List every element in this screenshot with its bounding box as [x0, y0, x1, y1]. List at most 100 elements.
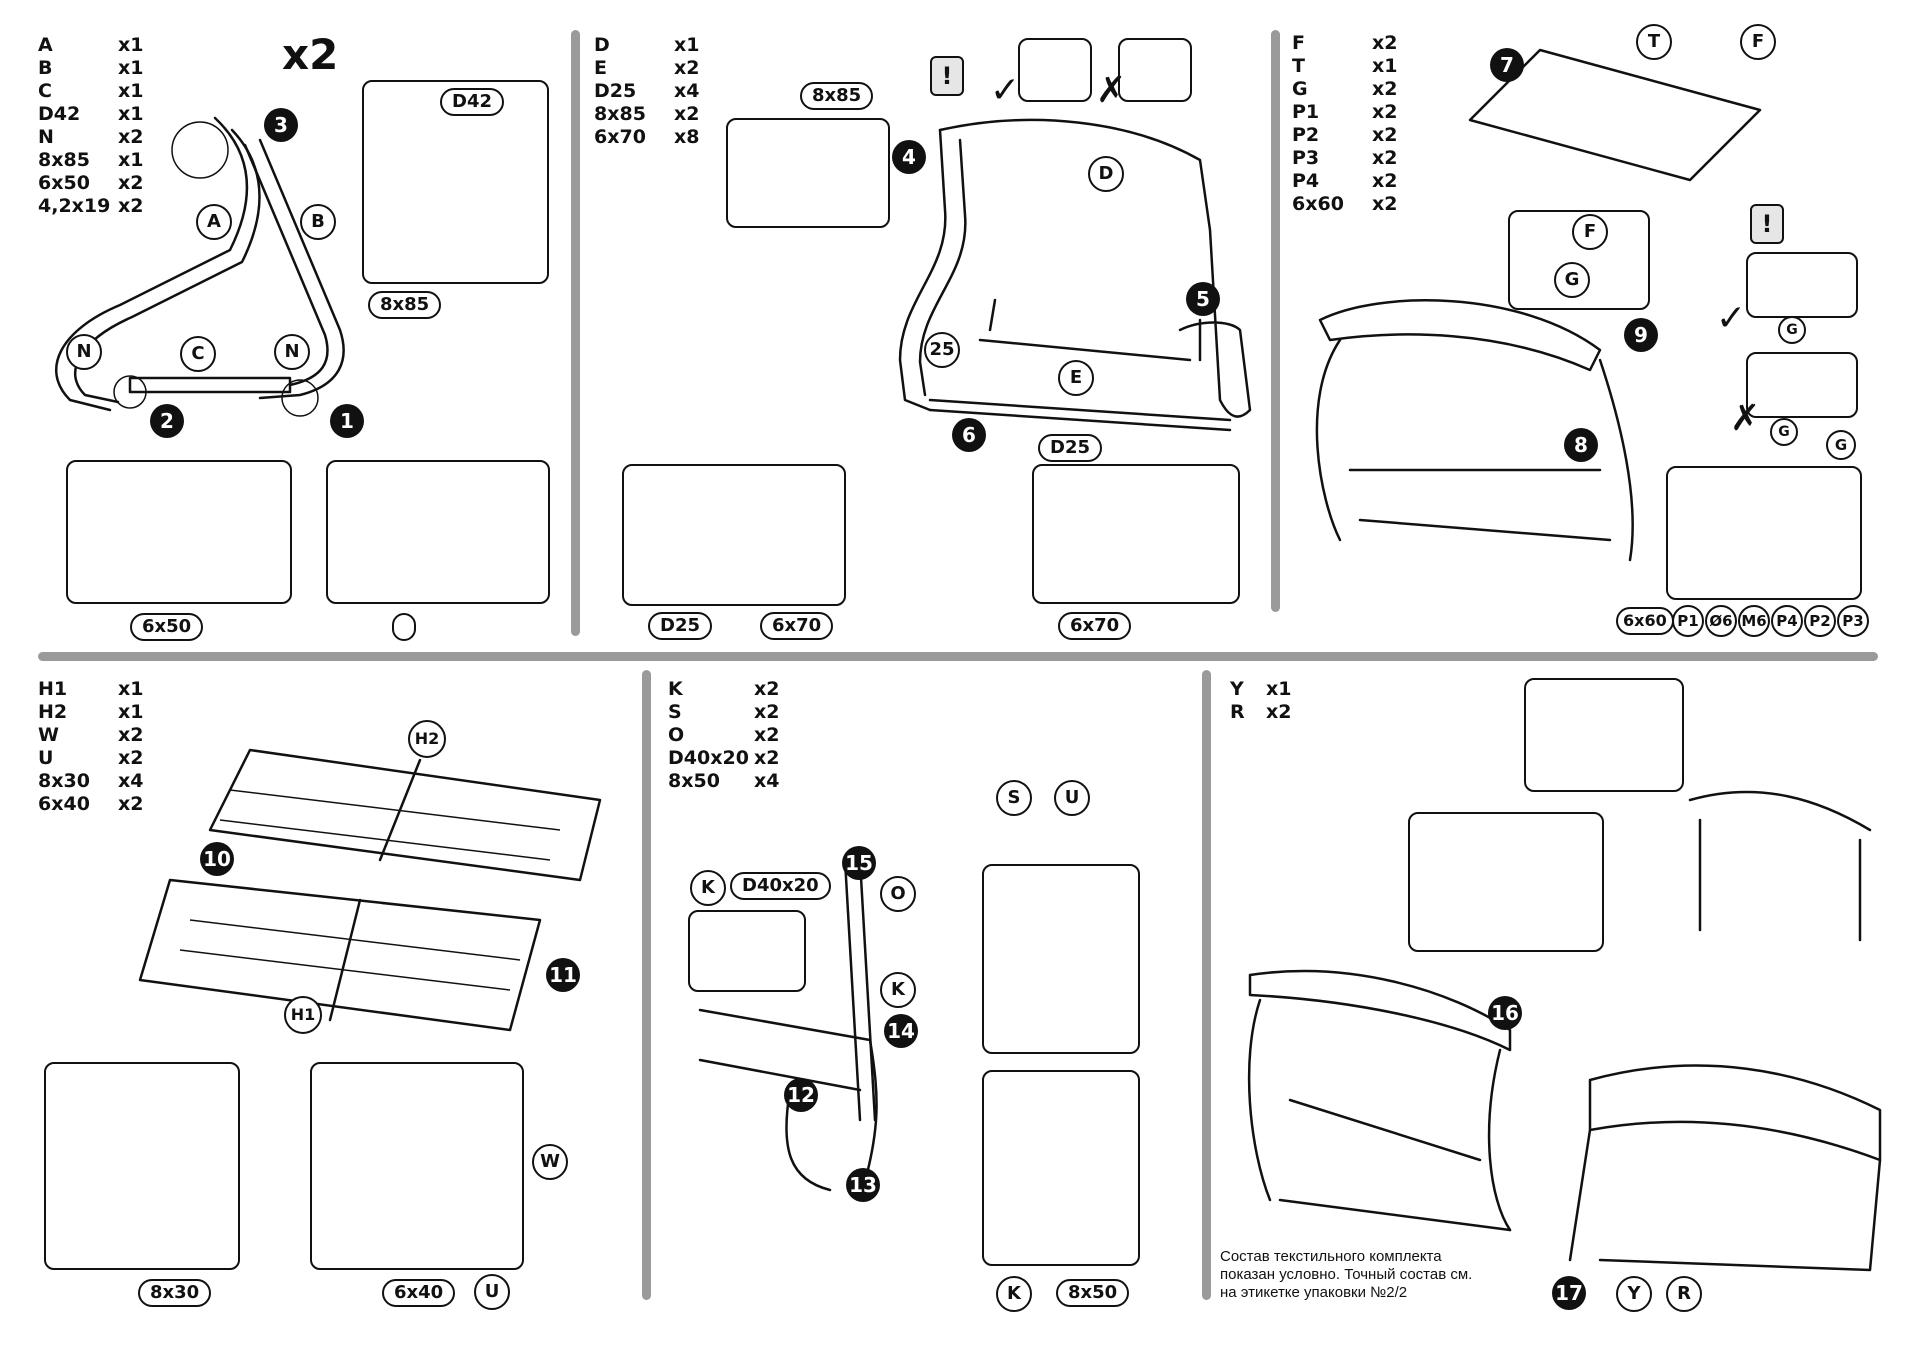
part-qty: x1	[118, 80, 144, 102]
part-code: 6x70	[594, 126, 646, 148]
part-code: 6x40	[38, 793, 90, 815]
inset-6x40	[310, 1062, 524, 1270]
part-code: O	[668, 724, 685, 746]
step-15: 15	[842, 846, 876, 880]
label-d25: D25	[648, 612, 712, 640]
part-qty: x2	[1372, 32, 1398, 54]
vertical-divider-top-2	[1271, 30, 1280, 612]
part-qty: x1	[674, 34, 700, 56]
part-qty: x2	[118, 724, 144, 746]
hardware-p4: P4	[1771, 605, 1803, 637]
part-qty: x1	[1266, 678, 1292, 700]
step-2: 2	[150, 404, 184, 438]
part-code: P4	[1292, 170, 1320, 192]
step-17: 17	[1552, 1276, 1586, 1310]
part-qty: x1	[1372, 55, 1398, 77]
part-qty: x4	[754, 770, 780, 792]
textile-note: Состав текстильного комплекта показан ус…	[1220, 1248, 1472, 1302]
inset-d40x20	[688, 910, 806, 992]
note-line: Состав текстильного комплекта	[1220, 1248, 1442, 1265]
vertical-divider-top-1	[571, 30, 580, 636]
part-label-e: E	[1058, 360, 1094, 396]
part-row: P4 x2	[1292, 170, 1442, 193]
part-qty: x1	[118, 701, 144, 723]
step-11: 11	[546, 958, 580, 992]
part-code: P1	[1292, 101, 1320, 123]
part-code: E	[594, 57, 607, 79]
part-code: 8x85	[594, 103, 646, 125]
part-label-k: K	[690, 870, 726, 906]
part-label-b: B	[300, 204, 336, 240]
check-icon: ✓	[990, 70, 1021, 111]
part-qty: x2	[1266, 701, 1292, 723]
part-code: 6x60	[1292, 193, 1344, 215]
part-qty: x4	[674, 80, 700, 102]
part-code: H2	[38, 701, 68, 723]
part-code: P2	[1292, 124, 1320, 146]
check-example-box	[1746, 252, 1858, 318]
step-4: 4	[892, 140, 926, 174]
part-qty: x2	[1372, 124, 1398, 146]
step-16: 16	[1488, 996, 1522, 1030]
part-code: N	[38, 126, 54, 148]
hardware-m6: M6	[1738, 605, 1770, 637]
part-qty: x2	[1372, 147, 1398, 169]
inset-d25-right	[1032, 464, 1240, 604]
part-label-a: A	[196, 204, 232, 240]
step-6: 6	[952, 418, 986, 452]
step-12: 12	[784, 1078, 818, 1112]
part-qty: x2	[118, 793, 144, 815]
inset-spring	[1408, 812, 1604, 952]
part-label-w: W	[532, 1144, 568, 1180]
inset-chain	[982, 864, 1140, 1054]
step-3: 3	[264, 108, 298, 142]
part-label-g: G	[1770, 418, 1798, 446]
part-label-f: F	[1740, 24, 1776, 60]
inset-8x50	[982, 1070, 1140, 1266]
part-row: 6x40 x2	[38, 793, 188, 816]
label-6x70: 6x70	[760, 612, 834, 640]
label-8x50: 8x50	[1056, 1279, 1130, 1307]
part-qty: x1	[118, 34, 144, 56]
part-label-n-right: N	[274, 334, 310, 370]
note-line: на этикетке упаковки №2/2	[1220, 1284, 1408, 1301]
label-d40x20: D40x20	[730, 872, 831, 900]
part-qty: x2	[1372, 170, 1398, 192]
cross-example-box	[1118, 38, 1192, 102]
part-label-g: G	[1778, 316, 1806, 344]
part-label-u: U	[474, 1274, 510, 1310]
part-code: D40x20	[668, 747, 749, 769]
part-code: W	[38, 724, 59, 746]
part-code: S	[668, 701, 682, 723]
part-label-k-3: K	[996, 1276, 1032, 1312]
part-qty: x2	[118, 126, 144, 148]
step-13: 13	[846, 1168, 880, 1202]
label-6x40: 6x40	[382, 1279, 456, 1307]
part-code: U	[38, 747, 54, 769]
multiplier-label: x2	[282, 30, 339, 79]
part-code: 8x30	[38, 770, 90, 792]
part-label-u: U	[1054, 780, 1090, 816]
part-qty: x1	[118, 678, 144, 700]
part-code: A	[38, 34, 53, 56]
part-qty: x2	[754, 701, 780, 723]
warning-icon: !	[1750, 204, 1784, 244]
